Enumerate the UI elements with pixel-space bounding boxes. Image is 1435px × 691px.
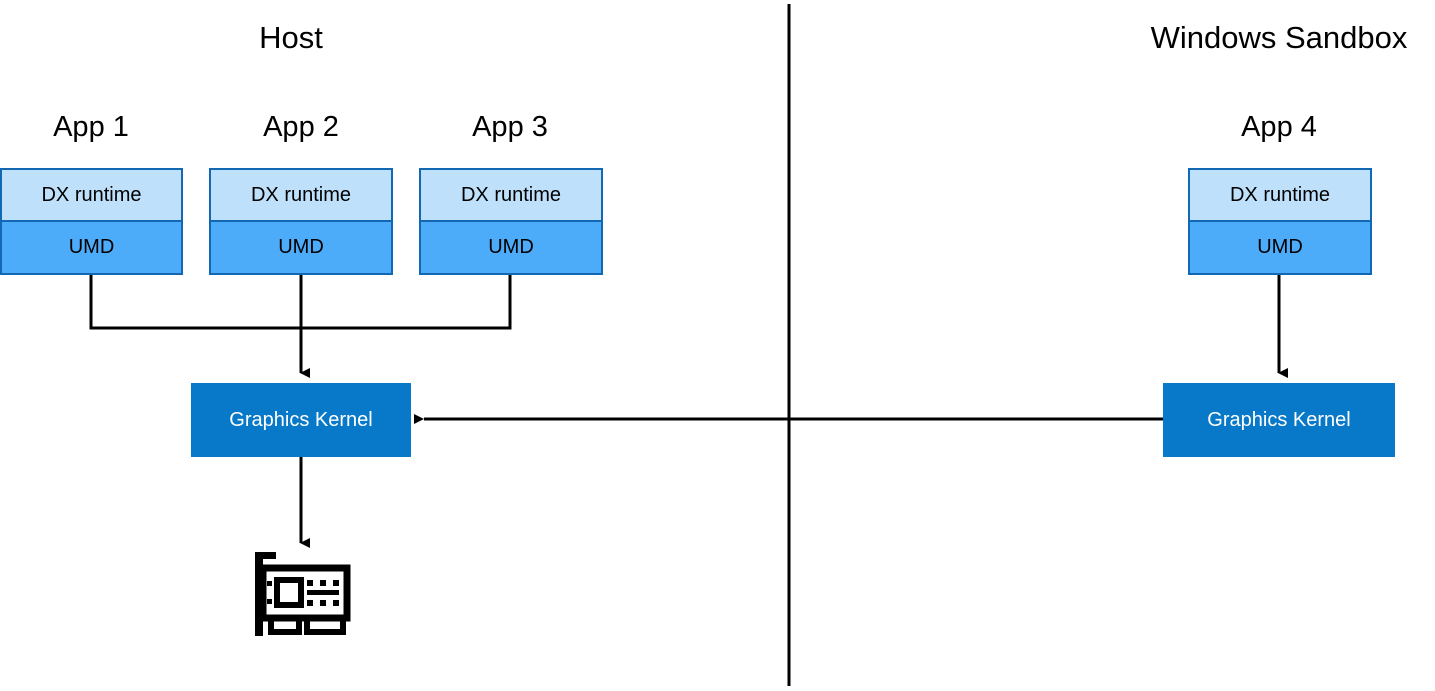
- section-title-windows-sandbox: Windows Sandbox: [1150, 20, 1408, 55]
- app-4-umd-cell: UMD: [1190, 221, 1370, 273]
- app-2-dx-runtime-cell: DX runtime: [211, 170, 391, 222]
- app-1-dx-runtime-cell: DX runtime: [2, 170, 181, 222]
- app-label-app-3: App 3: [472, 111, 548, 143]
- gpu-hardware: [252, 548, 352, 645]
- app-label-app-1: App 1: [53, 111, 129, 143]
- app-stack-app-3[interactable]: DX runtime UMD: [419, 168, 603, 275]
- app-3-dx-runtime-cell: DX runtime: [421, 170, 601, 222]
- section-title-host: Host: [259, 20, 323, 55]
- app-2-umd-cell: UMD: [211, 221, 391, 273]
- app-label-app-2: App 2: [263, 111, 339, 143]
- connector-app3-to-host-kernel: [301, 275, 512, 330]
- app-3-umd-cell: UMD: [421, 221, 601, 273]
- connector-app1-to-host-kernel: [89, 275, 301, 330]
- app-label-app-4: App 4: [1241, 111, 1317, 143]
- graphics-card-icon: [255, 552, 351, 636]
- app-4-dx-runtime-cell: DX runtime: [1190, 170, 1370, 222]
- graphics-kernel-sandbox[interactable]: Graphics Kernel: [1163, 383, 1395, 457]
- app-stack-app-2[interactable]: DX runtime UMD: [209, 168, 393, 275]
- graphics-kernel-host[interactable]: Graphics Kernel: [191, 383, 411, 457]
- app-stack-app-1[interactable]: DX runtime UMD: [0, 168, 183, 275]
- app-1-umd-cell: UMD: [2, 221, 181, 273]
- app-stack-app-4[interactable]: DX runtime UMD: [1188, 168, 1372, 275]
